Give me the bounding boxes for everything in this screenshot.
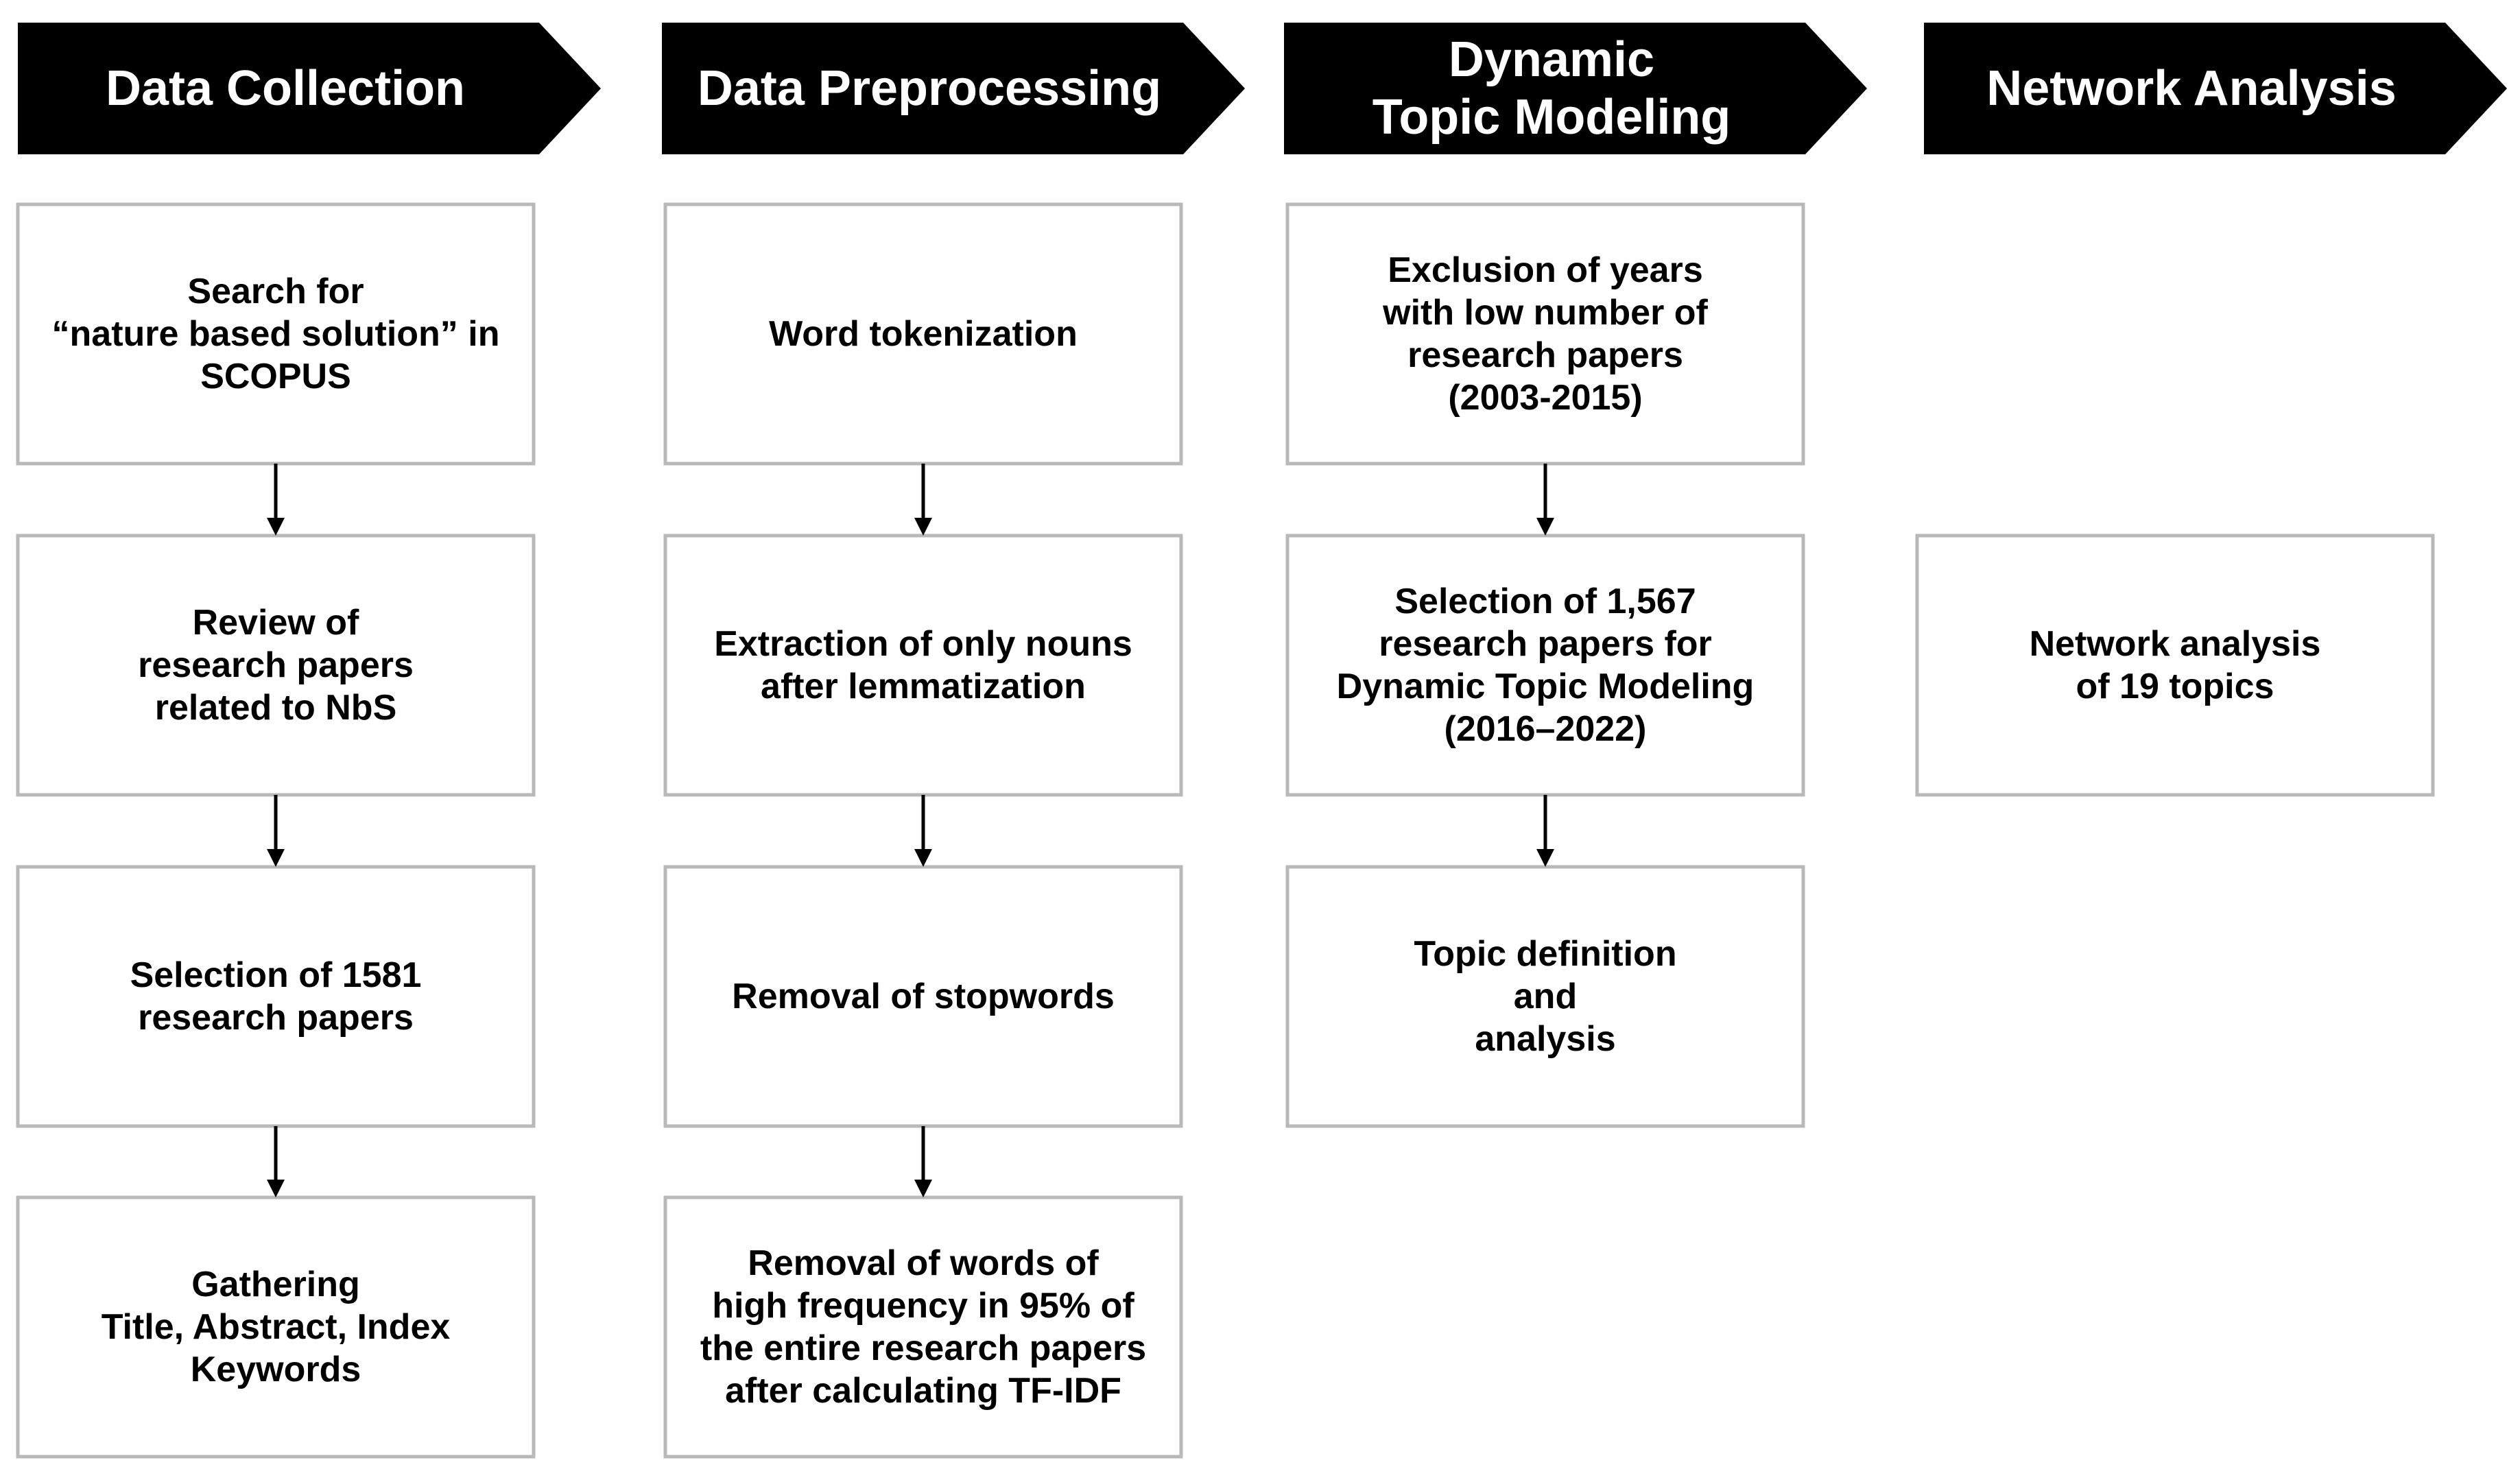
- process-step-label: research papers: [138, 645, 414, 685]
- process-step-box: [1285, 534, 1805, 797]
- process-step-label: Topic definition: [1414, 934, 1676, 974]
- process-step-label: Network analysis: [2030, 624, 2321, 664]
- process-step-label: Word tokenization: [769, 314, 1078, 354]
- process-step-label: research papers: [138, 998, 414, 1038]
- process-step-label: and: [1514, 977, 1577, 1016]
- process-step-label: SCOPUS: [200, 357, 351, 396]
- process-step-label: Dynamic Topic Modeling: [1337, 667, 1755, 706]
- stage-header-label: Network Analysis: [1986, 61, 2397, 116]
- flow-arrow-head: [914, 1180, 932, 1197]
- stage-header-label: Data Preprocessing: [698, 61, 1161, 116]
- process-step-box: [16, 1195, 536, 1459]
- process-step-label: related to NbS: [155, 688, 397, 728]
- stage-header-label: Dynamic: [1449, 32, 1654, 87]
- process-step-label: Selection of 1,567: [1394, 582, 1696, 621]
- stage-header-arrow: [18, 23, 601, 154]
- flow-arrow-head: [1536, 518, 1554, 536]
- process-step-box: [1285, 202, 1805, 466]
- process-step-label: Extraction of only nouns: [714, 624, 1132, 664]
- flow-arrow-head: [267, 1180, 285, 1197]
- flow-arrow-head: [914, 849, 932, 867]
- process-step-label: Selection of 1581: [130, 955, 422, 995]
- process-step-label: after calculating TF-IDF: [725, 1371, 1121, 1411]
- process-step-label: Removal of words of: [748, 1243, 1099, 1283]
- process-step-label: (2003-2015): [1448, 378, 1642, 418]
- process-step-box: [663, 202, 1183, 466]
- process-step-label: the entire research papers: [700, 1328, 1146, 1368]
- process-step-label: research papers for: [1379, 624, 1712, 664]
- stage-header-arrow: [662, 23, 1245, 154]
- process-step-box: [663, 534, 1183, 797]
- process-step-label: with low number of: [1382, 293, 1708, 333]
- flow-arrow-head: [267, 849, 285, 867]
- process-step-label: high frequency in 95% of: [712, 1286, 1134, 1326]
- process-step-box: [16, 202, 536, 466]
- process-step-label: Title, Abstract, Index: [102, 1307, 451, 1347]
- stage-header-arrow: [1924, 23, 2507, 154]
- stage-header-label: Topic Modeling: [1372, 90, 1731, 145]
- process-step-label: after lemmatization: [761, 667, 1086, 706]
- process-step-label: “nature based solution” in: [52, 314, 500, 354]
- process-step-label: Keywords: [191, 1350, 361, 1389]
- flow-arrow-head: [914, 518, 932, 536]
- process-step-box: [16, 865, 536, 1128]
- process-step-box: [1285, 865, 1805, 1128]
- process-step-label: of 19 topics: [2076, 667, 2274, 706]
- process-step-label: (2016–2022): [1445, 709, 1647, 749]
- process-step-label: Review of: [193, 603, 359, 643]
- process-step-label: Gathering: [191, 1265, 360, 1304]
- process-step-box: [663, 1195, 1183, 1459]
- process-step-label: research papers: [1407, 335, 1683, 375]
- process-step-label: Search for: [187, 272, 364, 311]
- stage-header-label: Data Collection: [106, 61, 465, 116]
- process-step-label: analysis: [1475, 1019, 1615, 1059]
- process-step-label: Exclusion of years: [1388, 250, 1703, 290]
- flow-arrow-head: [267, 518, 285, 536]
- flow-arrow-head: [1536, 849, 1554, 867]
- stage-header-arrow: [1284, 23, 1867, 154]
- process-step-label: Removal of stopwords: [732, 977, 1115, 1016]
- process-step-box: [1915, 534, 2435, 797]
